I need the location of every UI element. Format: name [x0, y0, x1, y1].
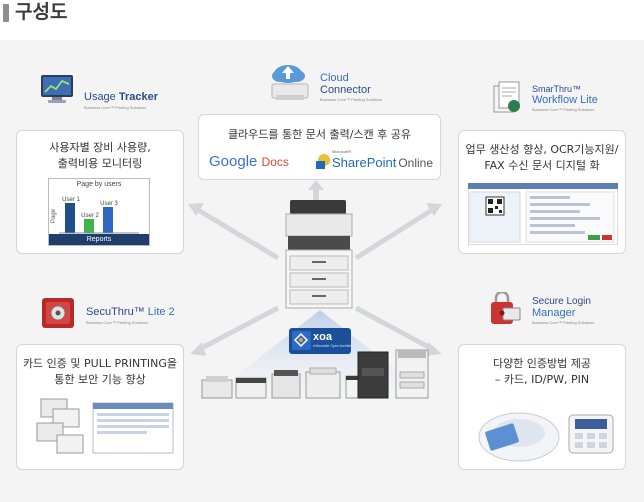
pull-printing-illustration [36, 398, 174, 454]
smarthru-subtitle: Business Core™ Printing Solutions [532, 107, 595, 112]
authentication-devices-illustration [478, 412, 614, 462]
printer-lineup-4-icon [305, 367, 341, 399]
diagram-stage: Usage Tracker Business Core™ Printing So… [0, 40, 644, 502]
usage-tracker-description: 사용자별 장비 사용량, 출력비용 모니터링 [49, 141, 151, 170]
secuthru-subtitle: Business Core™ Printing Solutions [86, 320, 149, 325]
sharepoint-wordmark: SharePoint [332, 155, 397, 170]
arrow-to-usage-tracker [188, 203, 280, 261]
cloud-printer-icon [271, 65, 309, 100]
secure-login-name-line1: Secure Login [532, 296, 591, 307]
printer-stack-icon [36, 398, 84, 454]
usage-tracker-card: 사용자별 장비 사용량, 출력비용 모니터링 Page by users Pag… [16, 130, 184, 254]
usage-tracker-subtitle: Business Core™ Printing Solutions [84, 105, 147, 110]
usage-chart-footer: Reports [49, 234, 149, 245]
cloud-connector-description: 클라우드를 통한 문서 출력/스캔 후 공유 [227, 128, 412, 141]
usage-bar-1 [65, 203, 75, 233]
cloud-connector-name-line2: Connector [320, 84, 371, 96]
xoa-badge: xoa eXtensible Open Architecture [289, 328, 358, 354]
usage-chart-title: Page by users [76, 181, 122, 188]
title-bar: 구성도 [0, 0, 644, 40]
secure-login-description: 다양한 인증방법 제공 – 카드, ID/PW, PIN [492, 357, 592, 386]
cloud-connector-subtitle: Business Core™ Printing Solutions [320, 97, 383, 102]
google-docs-logo: Google Docs [209, 153, 289, 170]
cloud-connector-card: 클라우드를 통한 문서 출력/스캔 후 공유 Google Docs Micro… [198, 114, 441, 180]
printer-lineup [201, 349, 429, 399]
smarthru-card: 업무 생산성 향상, OCR기능지원/ FAX 수신 문서 디지털 화 [458, 130, 626, 254]
google-wordmark: Google [209, 153, 258, 170]
smarthru-name-line1: SmarThru™ [532, 84, 582, 94]
smarthru-name-line2: Workflow Lite [532, 94, 598, 106]
printer-lineup-7-icon [395, 349, 429, 399]
online-wordmark: Online [398, 156, 434, 170]
usage-bar-2 [84, 219, 94, 233]
usage-bar-label-3: User 3 [100, 201, 118, 207]
arrow-to-secuthru [190, 305, 280, 356]
usage-tracker-monitor-icon [41, 75, 73, 103]
central-mfp-printer-icon [285, 200, 353, 309]
cloud-connector-name-line1: Cloud [320, 72, 349, 84]
usage-bar-3 [103, 207, 113, 233]
usage-bar-label-2: User 2 [81, 213, 99, 219]
workflow-documents-icon [493, 81, 520, 113]
secure-login-subtitle: Business Core™ Printing Solutions [532, 320, 595, 325]
printer-lineup-2-icon [235, 377, 267, 399]
xoa-subtitle: eXtensible Open Architecture [313, 344, 359, 348]
page-title: 구성도 [15, 1, 68, 23]
usage-tracker-name: Usage Tracker [84, 91, 159, 103]
arrow-to-cloud [308, 180, 324, 204]
secuthru-name: SecuThru™ Lite 2 [86, 306, 175, 318]
secure-login-card: 다양한 인증방법 제공 – 카드, ID/PW, PIN [458, 344, 626, 470]
xoa-label: xoa [313, 331, 332, 343]
secuthru-description: 카드 인증 및 PULL PRINTING을 통한 보안 기능 향상 [22, 357, 178, 386]
docs-wordmark: Docs [261, 155, 289, 169]
sharepoint-microsoft: Microsoft® [332, 149, 352, 154]
xoa-logo-icon [292, 331, 311, 350]
workflow-screenshot [468, 183, 618, 245]
usage-bar-label-1: User 1 [62, 197, 80, 203]
title-marker-icon [3, 4, 9, 22]
smarthru-description: 업무 생산성 향상, OCR기능지원/ FAX 수신 문서 디지털 화 [465, 143, 619, 172]
sharepoint-icon [316, 154, 330, 169]
secuthru-card: 카드 인증 및 PULL PRINTING을 통한 보안 기능 향상 [16, 344, 184, 470]
card-reader-lock-icon [491, 292, 521, 324]
arrow-to-smarthru [354, 203, 442, 261]
printer-lineup-6-icon [357, 351, 389, 399]
safe-lock-icon [42, 298, 74, 328]
arrow-to-secure-login [354, 305, 442, 356]
printer-lineup-1-icon [201, 376, 233, 399]
printer-lineup-3-icon [271, 370, 301, 399]
secure-login-name-line2: Manager [532, 307, 576, 319]
